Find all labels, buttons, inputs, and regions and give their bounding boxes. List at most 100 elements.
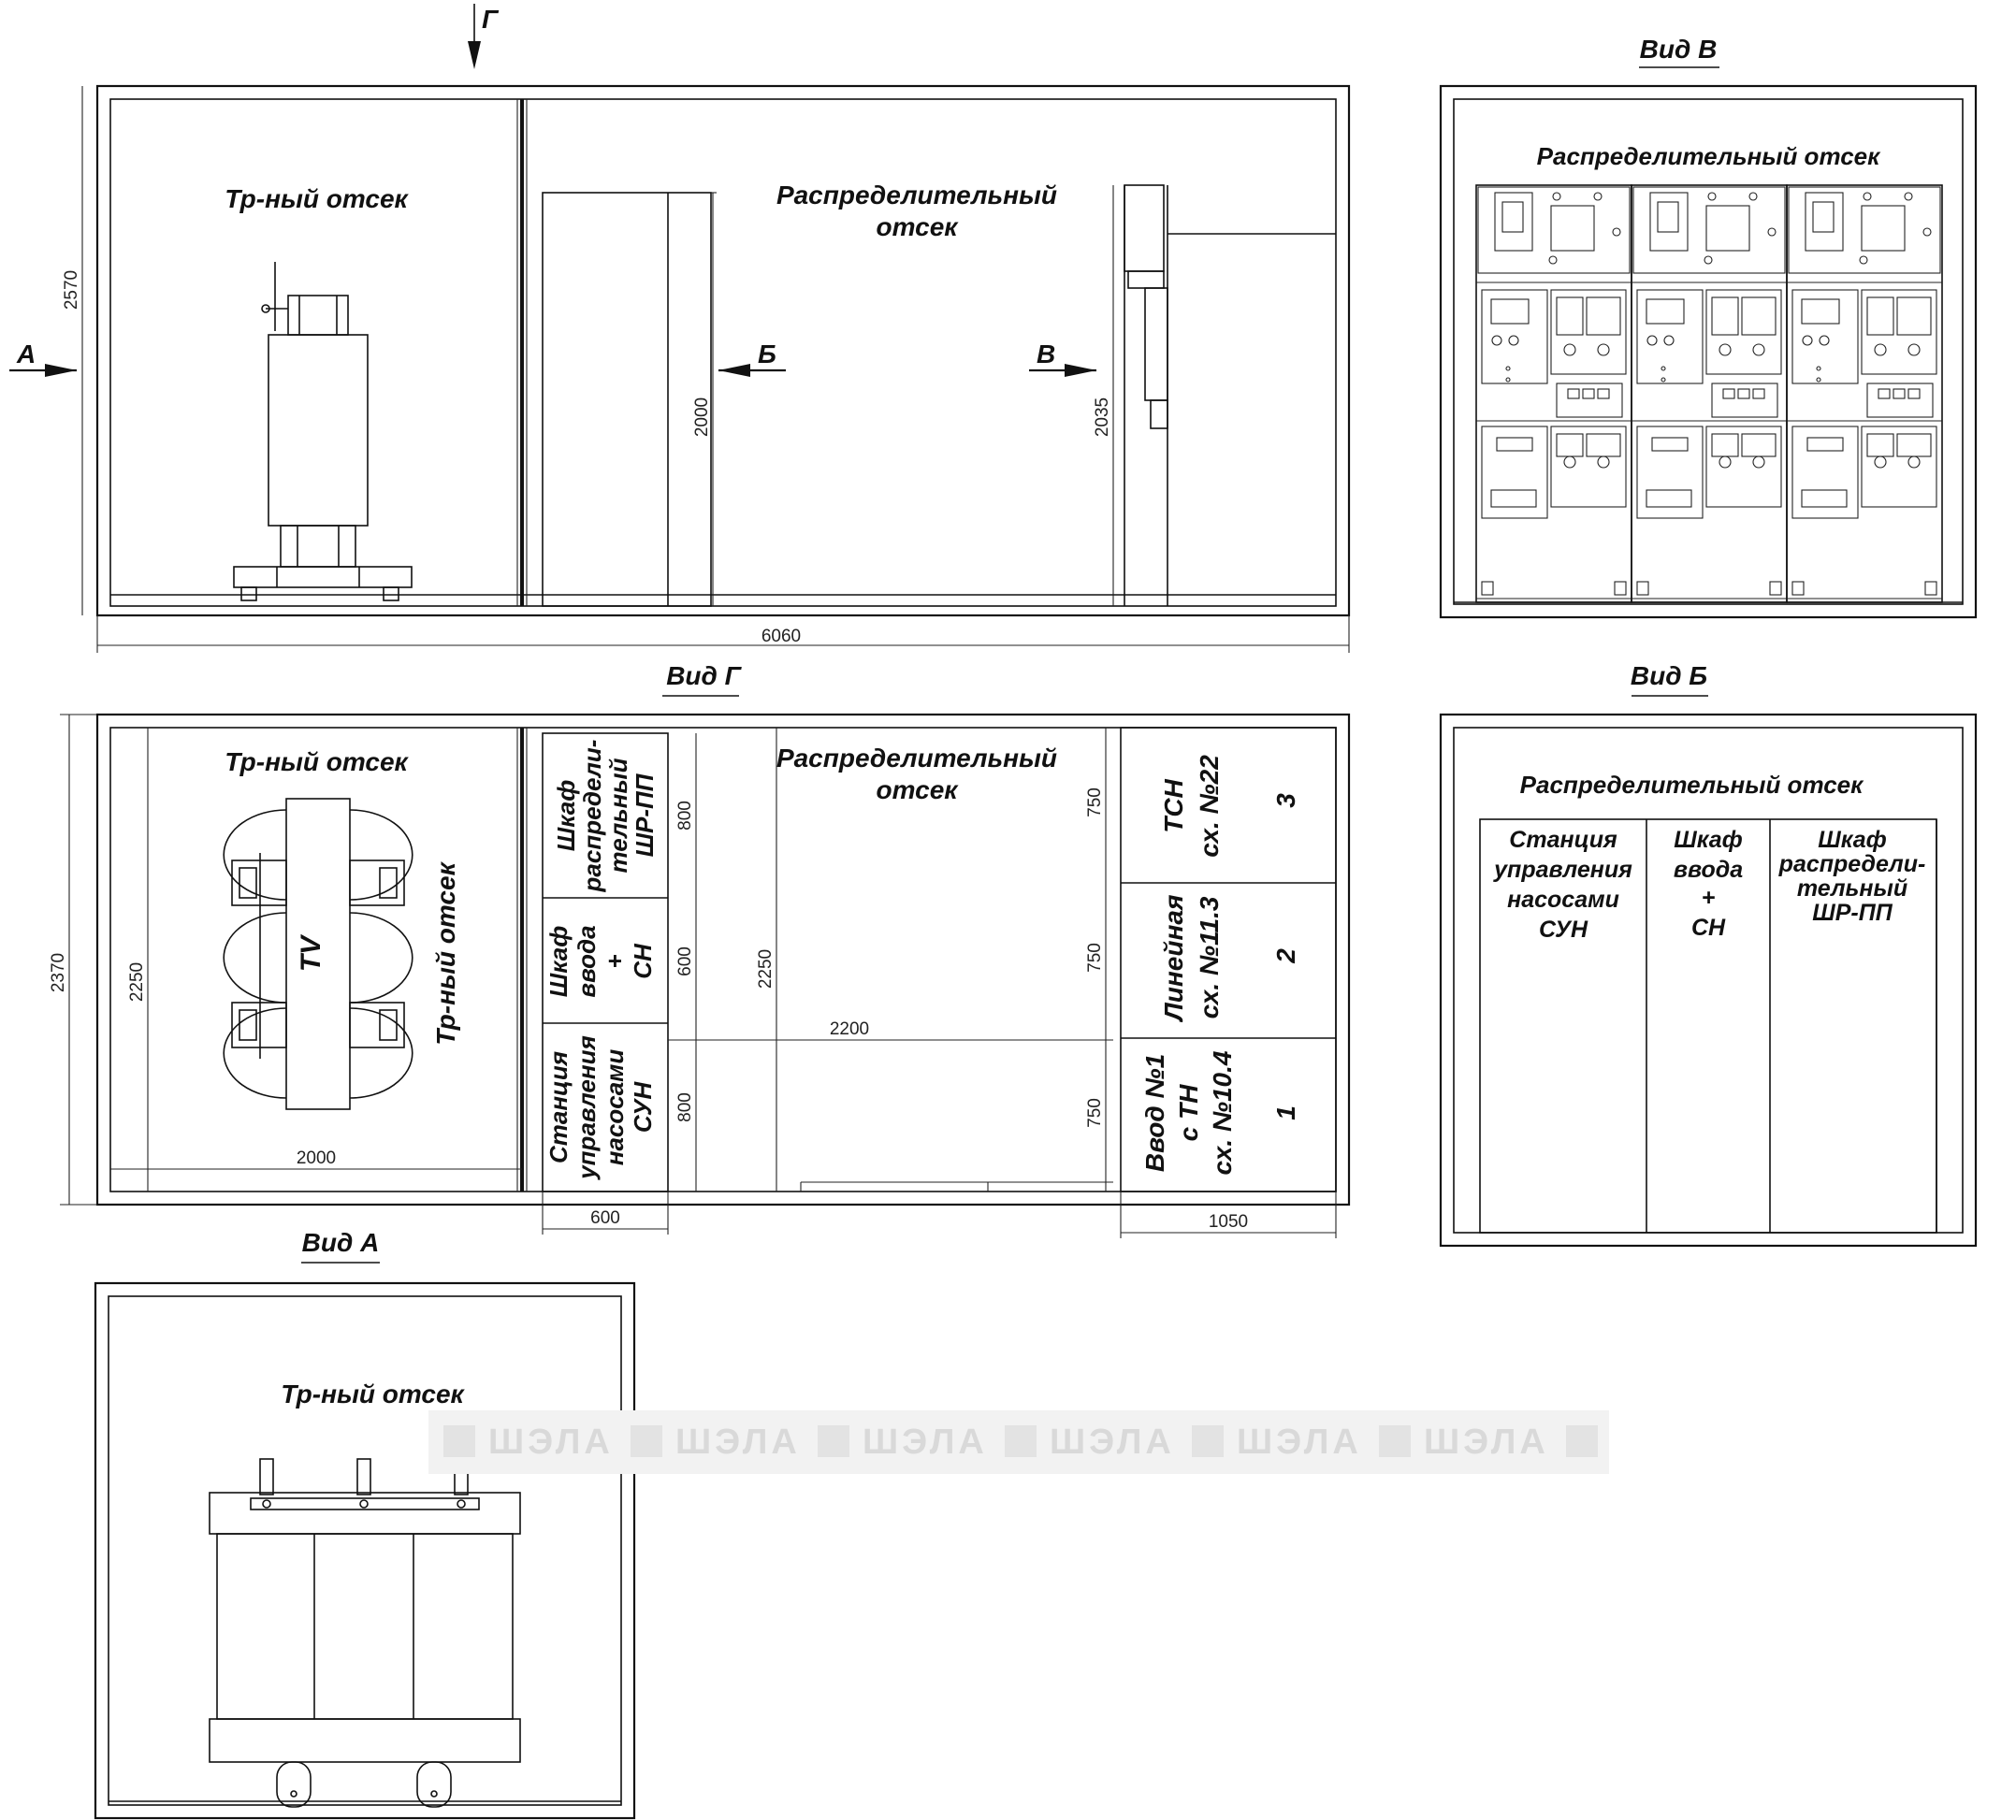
dim-inner-width-right: 2250 [756, 949, 776, 989]
svg-text:с ТН: с ТН [1174, 1084, 1203, 1141]
svg-text:750: 750 [1085, 1098, 1105, 1128]
svg-text:СН: СН [629, 943, 657, 979]
label-transformer-side: Тр-ный отсек [225, 184, 409, 213]
view-a-title: Вид А [302, 1228, 380, 1257]
vid-b-cabinet-vvod: Шкаф ввода + СН [1674, 827, 1743, 941]
vid-b-cabinet-sun: Станция управления насосами СУН [1492, 827, 1632, 943]
dim-height-left: 2570 [62, 270, 81, 310]
watermark-text: ШЭЛА [863, 1423, 988, 1462]
svg-text:+: + [1702, 885, 1716, 911]
arrow-a: А [9, 339, 77, 377]
svg-text:Г: Г [482, 5, 500, 34]
view-b-label: Распределительный отсек [1520, 771, 1864, 799]
watermark-text: ШЭЛА [1050, 1423, 1175, 1462]
svg-text:сх. №22: сх. №22 [1195, 755, 1224, 858]
svg-text:сх. №10.4: сх. №10.4 [1208, 1050, 1237, 1175]
label-transformer-plan: Тр-ный отсек [225, 747, 409, 776]
view-b: Вид Б Распределительный отсек Станция уп… [1439, 661, 1978, 1248]
dim-inner-width: 2250 [127, 962, 147, 1002]
svg-text:ШР-ПП: ШР-ПП [631, 773, 659, 857]
label-transformer-plan-vertical: Тр-ный отсек [431, 860, 460, 1045]
svg-text:ввода: ввода [1674, 857, 1743, 883]
svg-text:распредели-: распредели- [578, 740, 606, 893]
watermark-logo-icon [1379, 1425, 1411, 1457]
svg-text:Станция: Станция [1509, 827, 1617, 853]
dim-right-depth: 1050 [1209, 1212, 1248, 1232]
plan-cell-column: ТСН сх. №22 3 Линейная сх. №11.3 2 Ввод … [1120, 727, 1337, 1192]
svg-text:ТСН: ТСН [1159, 778, 1188, 832]
svg-text:+: + [601, 954, 629, 968]
tv-label: TV [296, 933, 326, 972]
svg-text:управления: управления [573, 1035, 601, 1181]
svg-text:насосами: насосами [1507, 887, 1619, 913]
arrow-b: Б [718, 339, 786, 377]
label-distribution-plan-2: отсек [877, 775, 960, 804]
transformer-plan-drawing: TV [223, 798, 413, 1110]
watermark-logo-icon [818, 1425, 849, 1457]
svg-text:насосами: насосами [601, 1049, 629, 1166]
watermark-text: ШЭЛА [488, 1423, 614, 1462]
watermark-text: ШЭЛА [1237, 1423, 1362, 1462]
view-g-plan: Вид Г 2370 2250 Тр-ный отсек Тр-ный отсе… [49, 661, 1351, 1238]
svg-text:Станция: Станция [544, 1051, 573, 1163]
label-transformer-front: Тр-ный отсек [281, 1379, 465, 1408]
svg-text:тельный: тельный [604, 758, 632, 873]
label-distribution-plan-1: Распределительный [776, 744, 1057, 773]
watermark-logo-icon [1192, 1425, 1224, 1457]
svg-text:750: 750 [1085, 787, 1105, 817]
svg-text:СУН: СУН [629, 1081, 657, 1133]
side-view: Г 2570 А Тр-ный отсек [9, 4, 1351, 653]
view-v: Вид В Распределительный отсек [1439, 35, 1978, 619]
dim-cabinet-depth: 600 [590, 1208, 620, 1228]
svg-text:тельный: тельный [1797, 875, 1907, 902]
svg-text:800: 800 [675, 1092, 695, 1122]
svg-text:сх. №11.3: сх. №11.3 [1195, 896, 1224, 1018]
svg-text:В: В [1037, 339, 1055, 368]
svg-text:Б: Б [758, 339, 776, 368]
watermark-logo-icon [1566, 1425, 1598, 1457]
switchgear-front-panels [1475, 184, 1943, 603]
view-v-label: Распределительный отсек [1537, 142, 1881, 170]
svg-text:СУН: СУН [1539, 917, 1588, 943]
svg-text:Линейная: Линейная [1159, 895, 1188, 1023]
switchgear-side-drawing [1112, 184, 1336, 606]
vid-b-cabinet-shr: Шкаф распредели- тельный ШР-ПП [1778, 827, 1926, 926]
svg-text:Ввод №1: Ввод №1 [1140, 1054, 1169, 1172]
watermark-logo-icon [443, 1425, 475, 1457]
svg-text:600: 600 [675, 946, 695, 976]
arrow-g: Г [468, 4, 500, 69]
watermark-logo-icon [1005, 1425, 1037, 1457]
svg-text:ввода: ввода [573, 925, 601, 997]
svg-text:управления: управления [1492, 857, 1632, 883]
view-g-title: Вид Г [666, 661, 742, 690]
transformer-side-drawing [233, 262, 413, 601]
svg-text:Шкаф: Шкаф [1818, 827, 1886, 853]
svg-text:3: 3 [1271, 793, 1300, 808]
svg-text:распредели-: распредели- [1778, 851, 1926, 877]
label-distribution-side-2: отсек [877, 212, 960, 241]
svg-text:2: 2 [1271, 948, 1300, 964]
svg-text:СН: СН [1691, 915, 1726, 941]
dim-aisle: 2200 [830, 1019, 869, 1039]
dim-cabinet-height: 2035 [1093, 397, 1112, 437]
svg-text:А: А [16, 339, 36, 368]
watermark-text: ШЭЛА [1424, 1423, 1549, 1462]
svg-text:Шкаф: Шкаф [552, 780, 580, 851]
watermark-logo-icon [631, 1425, 662, 1457]
dim-door-height: 2000 [692, 397, 712, 437]
svg-text:Шкаф: Шкаф [1674, 827, 1742, 853]
svg-text:1: 1 [1271, 1105, 1300, 1120]
plan-cabinet-column: Шкаф распредели- тельный ШР-ПП Шкаф ввод… [542, 732, 669, 1192]
label-distribution-side-1: Распределительный [776, 181, 1057, 209]
transformer-front-drawing [209, 1458, 521, 1808]
svg-text:Шкаф: Шкаф [544, 926, 573, 997]
view-a: Вид А Тр-ный отсек [94, 1228, 636, 1820]
view-v-title: Вид В [1640, 35, 1718, 64]
dim-plan-width: 2370 [49, 953, 68, 992]
view-b-title: Вид Б [1631, 661, 1707, 690]
dim-overall-length: 6060 [761, 627, 801, 646]
door [542, 192, 712, 607]
svg-text:800: 800 [675, 801, 695, 831]
